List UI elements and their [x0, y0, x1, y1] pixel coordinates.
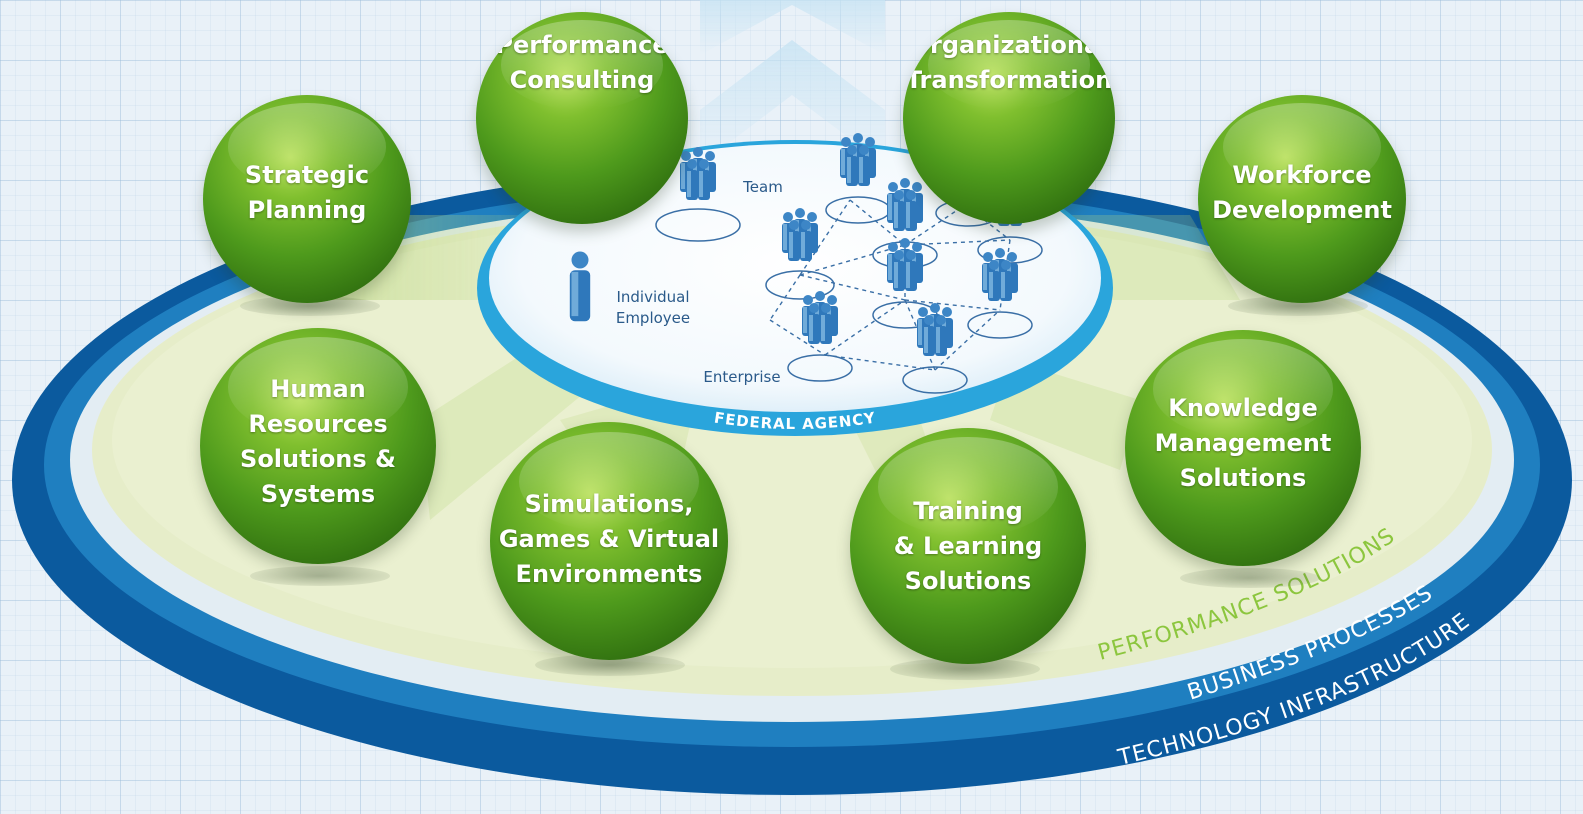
sphere-shadow — [1180, 568, 1320, 588]
person-figure — [820, 303, 832, 344]
person-figure — [800, 220, 812, 261]
sphere-strategic-planning: Strategic Planning — [203, 95, 411, 303]
enterprise-label: Enterprise — [703, 368, 781, 386]
person-figure — [698, 159, 710, 200]
person-figure — [893, 250, 905, 291]
sphere-label: Organizational Transformation — [905, 31, 1113, 94]
sphere-shadow — [890, 658, 1040, 680]
person-figure — [923, 315, 935, 356]
person-figure — [569, 251, 591, 322]
sphere-label: Human Resources Solutions & Systems — [240, 375, 396, 508]
person-figure — [893, 190, 905, 231]
sphere-label: Workforce Development — [1212, 161, 1392, 224]
person-figure — [905, 190, 917, 231]
sphere-training: Training & Learning Solutions — [850, 428, 1086, 664]
sphere-label: Training & Learning Solutions — [893, 496, 1043, 595]
person-figure — [846, 145, 858, 186]
person-figure — [686, 159, 698, 200]
person-figure — [905, 250, 917, 291]
sphere-shadow — [250, 566, 390, 586]
sphere-knowledge-management: Knowledge Management Solutions — [1125, 330, 1361, 566]
sphere-label: Performance Consulting — [495, 31, 669, 94]
individual-employee-label: Individual Employee — [615, 288, 691, 327]
person-figure — [935, 315, 947, 356]
sphere-shadow — [535, 654, 685, 676]
sphere-performance-consulting: Performance Consulting — [476, 12, 688, 224]
person-figure — [988, 260, 1000, 301]
sphere-label: Strategic Planning — [244, 161, 370, 224]
person-figure — [858, 145, 870, 186]
sphere-organizational-transformation: Organizational Transformation — [903, 12, 1115, 224]
sphere-label: Simulations, Games & Virtual Environment… — [498, 489, 720, 588]
team-label: Team — [743, 178, 783, 196]
sphere-human-resources: Human Resources Solutions & Systems — [200, 328, 436, 564]
sphere-workforce-development: Workforce Development — [1198, 95, 1406, 303]
sphere-shadow — [1228, 296, 1368, 316]
sphere-simulations: Simulations, Games & Virtual Environment… — [490, 422, 728, 660]
person-figure — [1000, 260, 1012, 301]
sphere-shadow — [240, 296, 380, 316]
person-figure — [808, 303, 820, 344]
person-figure — [788, 220, 800, 261]
sphere-label: Knowledge Management Solutions — [1154, 393, 1332, 492]
